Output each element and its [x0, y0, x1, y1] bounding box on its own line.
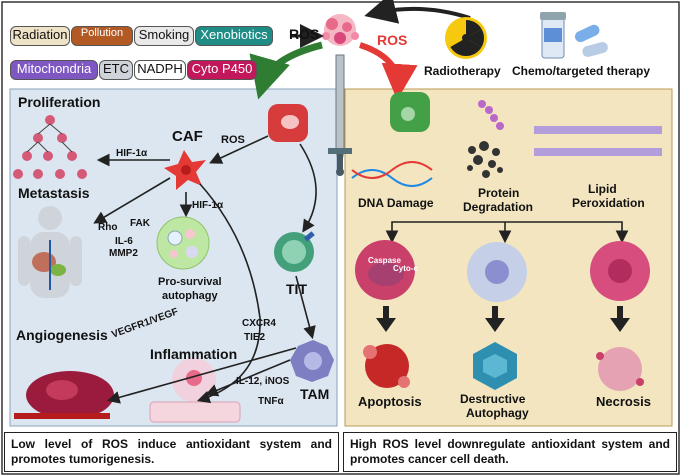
ros-label-caf: ROS [221, 134, 245, 146]
metastasis-label: Metastasis [18, 185, 90, 201]
peroxidation-label: Peroxidation [572, 196, 645, 210]
destructive-autophagy-icon [473, 342, 517, 390]
source-xenobiotics: Xenobiotics [195, 26, 273, 46]
tie2-label: TIE2 [244, 332, 266, 343]
source-smoking: Smoking [134, 26, 194, 46]
autophagy-cell-icon [467, 242, 527, 302]
dna-helix-icon [351, 161, 433, 187]
caption-left: Low level of ROS induce antioxidant syst… [4, 432, 339, 472]
caf-label: CAF [172, 128, 203, 145]
hif-left-label: HIF-1α [116, 148, 148, 159]
pro-survival-autophagy-cell-icon [156, 216, 210, 270]
cyto-c-label: Cyto-c [393, 264, 418, 273]
therapy-to-ros-arrow [364, 0, 471, 24]
degradation-label: Degradation [463, 200, 534, 214]
rho-label: Rho [98, 222, 118, 233]
mmp2-label: MMP2 [109, 248, 138, 259]
tam-label: TAM [300, 386, 330, 402]
necrosis-label: Necrosis [596, 394, 651, 409]
left-panel-arrows [93, 135, 317, 404]
apoptosis-cell-icon [355, 240, 415, 300]
fak-label: FAK [130, 218, 150, 229]
ros-label-right: ROS [377, 32, 408, 48]
radiotherapy-label: Radiotherapy [424, 64, 501, 78]
source-etc: ETC [99, 60, 133, 80]
autophagy-label-left: autophagy [162, 290, 218, 302]
ros-cell-cluster [322, 14, 359, 46]
proliferation-cells-icon [13, 115, 87, 179]
il12-label: IL-12, iNOS [236, 376, 290, 387]
source-mitochondria: Mitochondria [10, 60, 98, 80]
protein-label: Protein [478, 186, 520, 200]
tnfa-label: TNFα [258, 396, 284, 407]
caf-cell-icon [164, 150, 206, 190]
caspase-label: Caspase [368, 256, 401, 265]
apoptosis-fragments-icon [363, 344, 410, 388]
caption-right: High ROS level downregulate antioxidant … [343, 432, 677, 472]
tumor-cell-red-icon [268, 104, 308, 142]
autophagy-label-right: Autophagy [466, 406, 529, 420]
dna-damage-label: DNA Damage [358, 196, 434, 210]
destructive-label: Destructive [460, 392, 526, 406]
necrosis-debris-icon [596, 347, 644, 391]
right-branch-arrows [385, 221, 629, 244]
chemo-label: Chemo/targeted therapy [512, 64, 651, 78]
tit-label: TIT [286, 281, 307, 297]
proliferation-lines [26, 123, 73, 153]
sword-icon [328, 54, 352, 176]
radiation-icon [445, 17, 487, 59]
apoptosis-label: Apoptosis [358, 394, 422, 409]
source-radiation: Radiation [10, 26, 70, 46]
high-ros-arrow [359, 42, 418, 100]
lipid-bilayer-icon [534, 126, 662, 156]
tam-cell-icon [290, 340, 334, 382]
source-nadph: NADPH [134, 60, 186, 80]
cxcr4-label: CXCR4 [242, 318, 276, 329]
source-pollution: Pollution [71, 26, 133, 46]
pro-survival-label: Pro-survival [158, 276, 222, 288]
necrosis-cell-icon [590, 241, 650, 301]
damaged-cell-icon [390, 92, 430, 132]
proliferation-label: Proliferation [18, 94, 101, 110]
angiogenesis-tumor-icon [14, 371, 114, 419]
angiogenesis-label: Angiogenesis [16, 327, 108, 343]
lipid-label: Lipid [588, 182, 617, 196]
tit-cell-icon [274, 231, 315, 272]
ros-label-left: ROS [289, 26, 320, 42]
protein-chain-icon [478, 100, 504, 130]
human-body-icon [18, 206, 82, 298]
protein-fragments-icon [467, 141, 503, 178]
death-mode-arrows [376, 306, 630, 332]
medicine-bottle-icon [540, 12, 566, 59]
inflammation-label: Inflammation [150, 346, 238, 362]
pills-icon [574, 24, 608, 57]
il6-label: IL-6 [115, 236, 133, 247]
source-cyto-p450: Cyto P450 [187, 60, 257, 80]
hif-down-label: HIF-1α [192, 200, 224, 211]
low-ros-arrow [249, 41, 323, 100]
